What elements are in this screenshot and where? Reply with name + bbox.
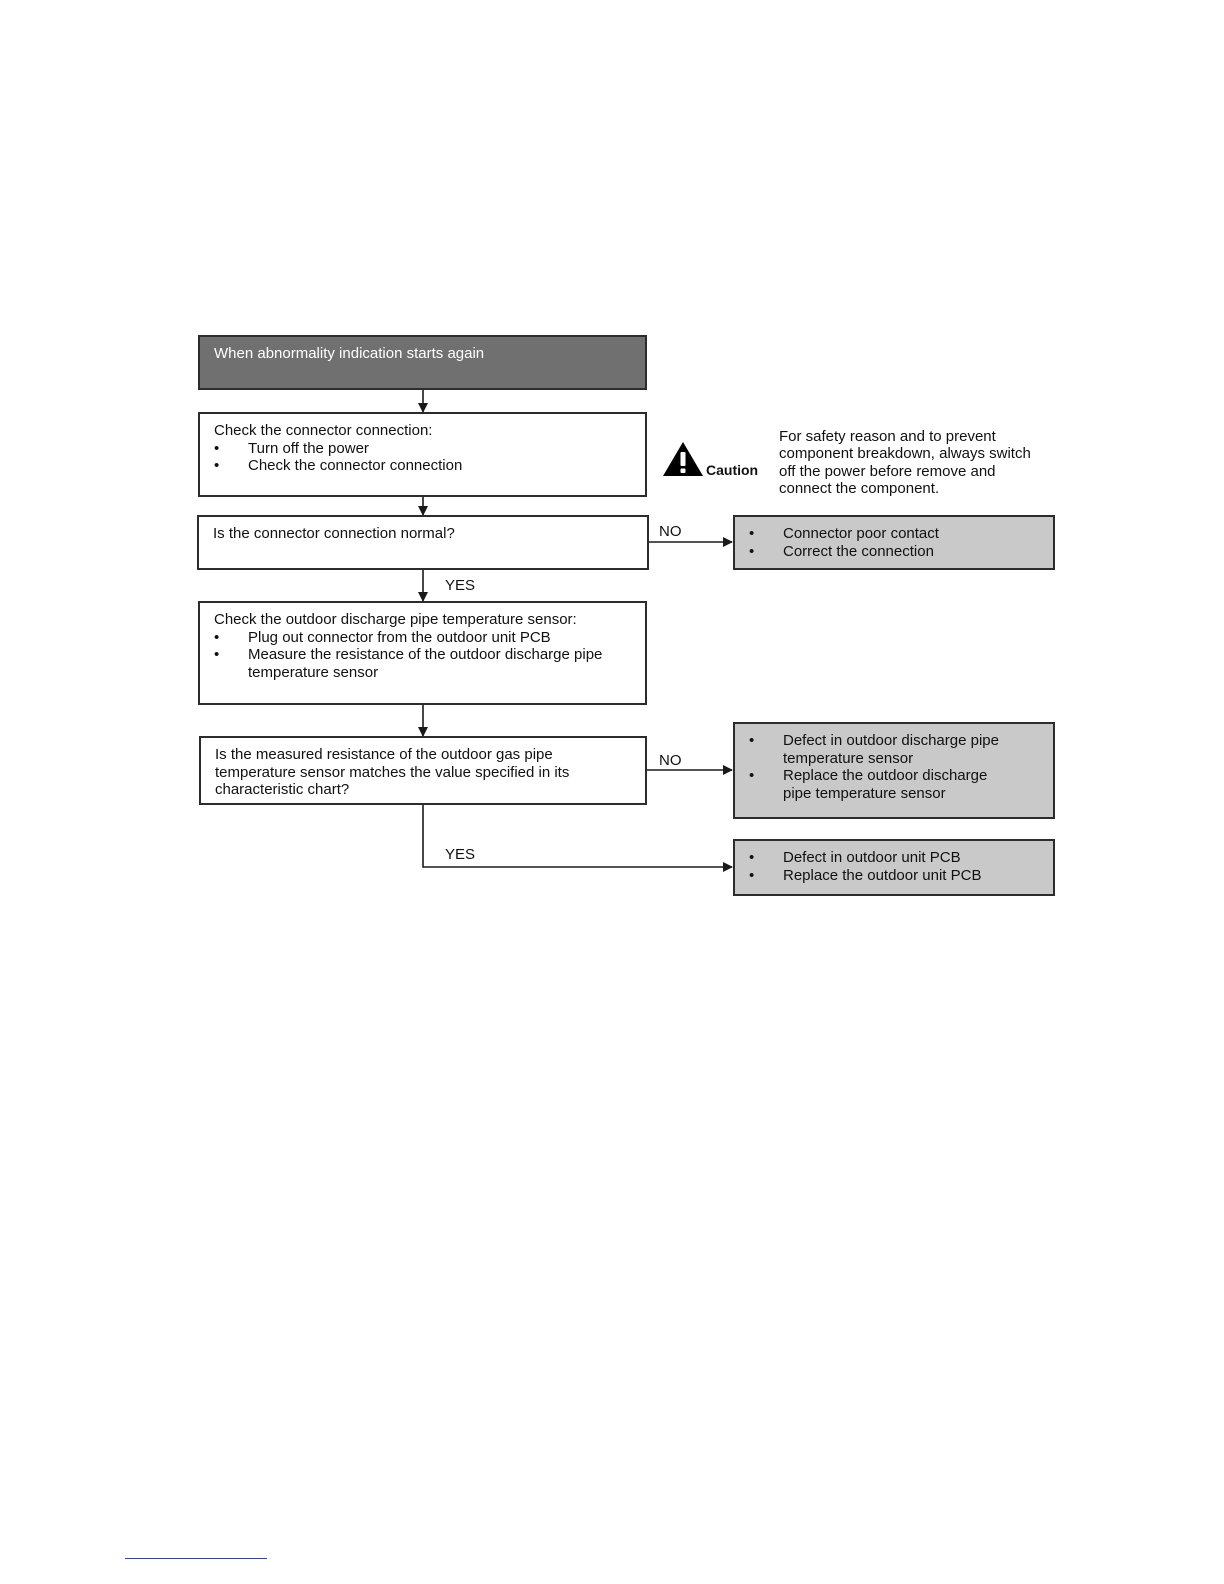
question-resistance: Is the measured resistance of the outdoo… <box>199 736 647 805</box>
result-sensor-list: Defect in outdoor discharge pipe tempera… <box>749 732 1039 802</box>
check-connector-list: Turn off the power Check the connector c… <box>214 440 631 475</box>
question-connector-text: Is the connector connection normal? <box>213 525 455 542</box>
result-pcb-box: Defect in outdoor unit PCB Replace the o… <box>733 839 1055 896</box>
start-text: When abnormality indication starts again <box>214 345 485 362</box>
list-item: Plug out connector from the outdoor unit… <box>214 629 611 647</box>
list-item: Connector poor contact <box>749 525 1039 543</box>
result-connector-box: Connector poor contact Correct the conne… <box>733 515 1055 570</box>
label-no-resistance: NO <box>659 752 682 769</box>
list-item: Replace the outdoor discharge pipe tempe… <box>749 767 1019 802</box>
question-connector-normal: Is the connector connection normal? <box>197 515 649 570</box>
check-sensor-list: Plug out connector from the outdoor unit… <box>214 629 631 682</box>
footer-rule <box>125 1558 267 1559</box>
check-connector-title: Check the connector connection: <box>214 422 433 439</box>
list-item: Turn off the power <box>214 440 631 458</box>
warning-triangle-icon <box>663 442 703 476</box>
label-yes-resistance: YES <box>445 846 476 863</box>
result-pcb-list: Defect in outdoor unit PCB Replace the o… <box>749 849 1039 884</box>
result-sensor-box: Defect in outdoor discharge pipe tempera… <box>733 722 1055 819</box>
caution-text: For safety reason and to prevent compone… <box>779 428 1031 498</box>
check-sensor-box: Check the outdoor discharge pipe tempera… <box>198 601 647 705</box>
check-connector-box: Check the connector connection: Turn off… <box>198 412 647 497</box>
label-no-connector: NO <box>659 523 682 540</box>
list-item: Defect in outdoor discharge pipe tempera… <box>749 732 1019 767</box>
check-sensor-title: Check the outdoor discharge pipe tempera… <box>214 611 577 628</box>
list-item: Check the connector connection <box>214 457 631 475</box>
list-item: Measure the resistance of the outdoor di… <box>214 646 611 681</box>
list-item: Correct the connection <box>749 543 1039 561</box>
list-item: Defect in outdoor unit PCB <box>749 849 1039 867</box>
start-box: When abnormality indication starts again <box>198 335 647 390</box>
question-resistance-text: Is the measured resistance of the outdoo… <box>215 746 570 798</box>
label-yes-connector: YES <box>445 577 476 594</box>
caution-label: Caution <box>706 462 759 478</box>
list-item: Replace the outdoor unit PCB <box>749 867 1039 885</box>
result-connector-list: Connector poor contact Correct the conne… <box>749 525 1039 560</box>
